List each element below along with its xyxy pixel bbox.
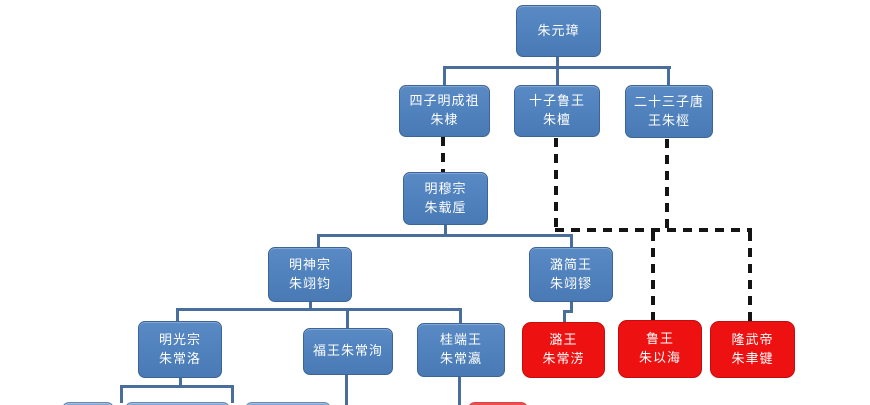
connector-solid bbox=[556, 66, 559, 85]
node-zhu-di: 四子明成祖 朱棣 bbox=[399, 85, 490, 137]
node-zhu-zaihou: 明穆宗 朱载垕 bbox=[403, 172, 488, 225]
node-zhu-changying: 桂端王 朱常瀛 bbox=[417, 323, 505, 377]
connector-solid bbox=[176, 308, 461, 311]
connector-solid bbox=[309, 302, 312, 311]
connector-solid bbox=[317, 234, 320, 248]
node-zhu-changxun: 福王朱常洵 bbox=[303, 328, 393, 375]
connector-solid bbox=[556, 57, 559, 68]
node-zhu-yijun: 明神宗 朱翊钧 bbox=[268, 247, 352, 302]
connector-solid bbox=[570, 302, 573, 312]
connector-solid bbox=[120, 385, 123, 403]
connector-solid bbox=[444, 225, 447, 236]
connector-solid bbox=[563, 310, 573, 313]
connector-dashed bbox=[651, 232, 655, 320]
connector-dashed bbox=[555, 228, 752, 232]
node-zhu-tan: 十子鲁王 朱檀 bbox=[514, 85, 600, 137]
connector-solid bbox=[345, 375, 348, 405]
connector-solid bbox=[443, 66, 446, 85]
connector-solid bbox=[570, 234, 573, 248]
connector-solid bbox=[667, 66, 670, 85]
node-zhu-yiliu: 潞简王 朱翊镠 bbox=[529, 247, 613, 302]
connector-solid bbox=[346, 308, 349, 329]
node-zhu-jing: 二十三子唐 王朱桱 bbox=[625, 85, 713, 138]
connector-solid bbox=[563, 310, 566, 323]
connector-solid bbox=[458, 377, 461, 405]
node-zhu-yihai: 鲁王 朱以海 bbox=[618, 320, 702, 378]
connector-solid bbox=[176, 308, 179, 322]
connector-dashed bbox=[665, 139, 669, 228]
connector-dashed bbox=[441, 137, 445, 172]
connector-dashed bbox=[748, 232, 752, 321]
connector-solid bbox=[179, 378, 182, 387]
node-zhu-changfang: 潞王 朱常淓 bbox=[522, 322, 605, 378]
node-zhu-yujian: 隆武帝 朱聿键 bbox=[710, 321, 795, 378]
node-zhu-yuanzhang: 朱元璋 bbox=[516, 5, 601, 57]
node-zhu-changluo: 明光宗 朱常洛 bbox=[138, 321, 222, 378]
connector-solid bbox=[459, 308, 462, 324]
connector-solid bbox=[120, 385, 234, 388]
connector-solid bbox=[231, 385, 234, 403]
connector-solid bbox=[317, 234, 573, 237]
connector-dashed bbox=[554, 138, 558, 230]
